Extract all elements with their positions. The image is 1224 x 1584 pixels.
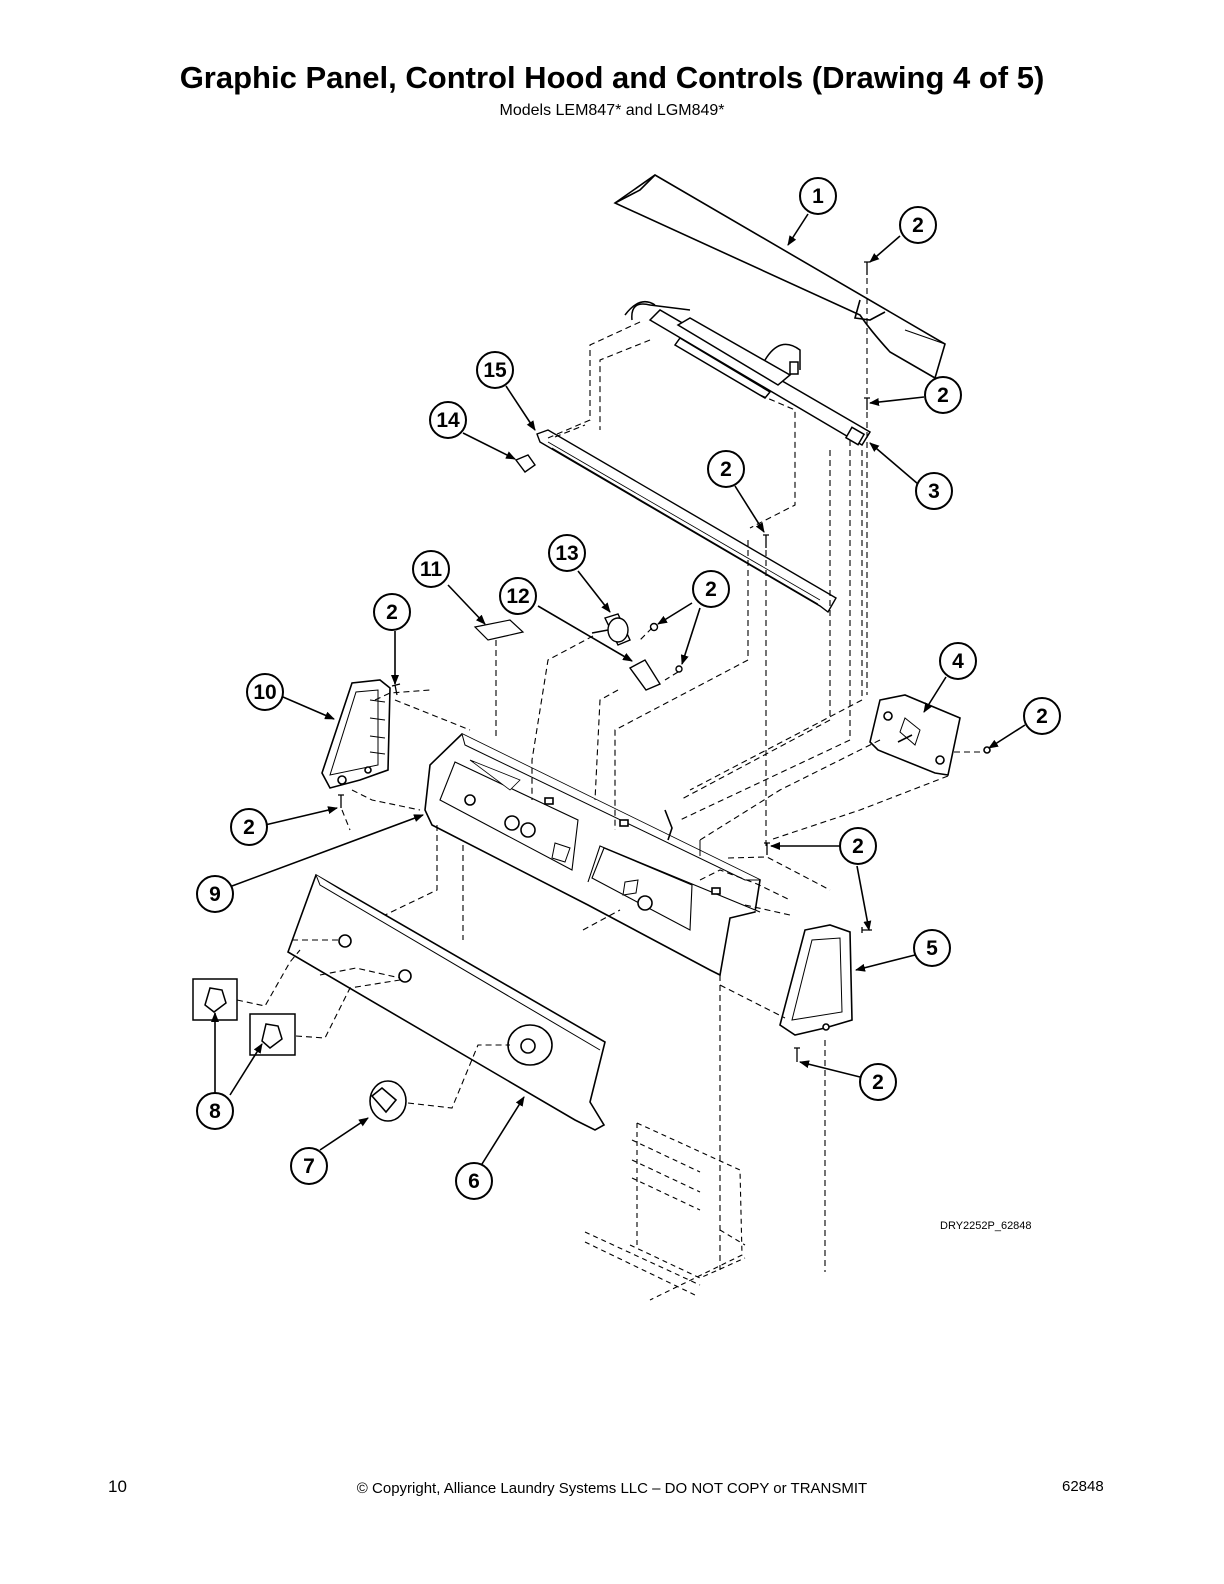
callout-8: 8: [209, 1100, 221, 1123]
callout-circles: [196, 177, 1061, 1200]
part-graphic-panel: [287, 873, 606, 1131]
callout-labels: 1 2 2 3 15 14 2 13 11 12 2 2 10 2 9 4 2 …: [209, 185, 1048, 1193]
part-terminal-block: [628, 659, 683, 691]
part-switch: [591, 613, 659, 646]
callout-15: 15: [483, 359, 507, 382]
callout-2: 2: [852, 835, 864, 858]
callout-14: 14: [436, 409, 460, 432]
part-control-panel: [424, 733, 761, 977]
document-number: 62848: [1062, 1478, 1104, 1495]
callout-2: 2: [720, 458, 732, 481]
callout-13: 13: [555, 542, 578, 565]
callout-1: 1: [812, 185, 824, 208]
page-title: Graphic Panel, Control Hood and Controls…: [179, 60, 1045, 95]
callout-7: 7: [303, 1155, 315, 1178]
part-knobs: [192, 978, 296, 1056]
callout-2: 2: [243, 816, 255, 839]
part-hood-cover: [613, 174, 946, 380]
callout-12: 12: [506, 585, 529, 608]
callout-10: 10: [253, 681, 276, 704]
page-number: 10: [108, 1477, 127, 1496]
part-knob: [369, 1080, 407, 1122]
callout-2: 2: [937, 384, 949, 407]
callout-6: 6: [468, 1170, 480, 1193]
callout-2: 2: [912, 214, 924, 237]
part-clip: [514, 454, 536, 473]
copyright-notice: © Copyright, Alliance Laundry Systems LL…: [356, 1480, 868, 1497]
part-label: [473, 619, 525, 641]
part-right-end-cap: [779, 924, 853, 1036]
callout-5: 5: [926, 937, 938, 960]
callout-4: 4: [952, 650, 964, 673]
callout-9: 9: [209, 883, 221, 906]
part-lamp-assembly: [624, 300, 872, 447]
callout-11: 11: [420, 558, 443, 581]
assembly-lines: [236, 278, 980, 1272]
callout-2: 2: [705, 578, 717, 601]
cabinet-outline: [584, 1122, 746, 1301]
page-subtitle: Models LEM847* and LGM849*: [499, 102, 725, 119]
callout-leaders: [211, 213, 1026, 1165]
callout-2: 2: [872, 1071, 884, 1094]
part-lens-strip: [536, 429, 837, 614]
drawing-id: DRY2252P_62848: [940, 1220, 1032, 1232]
part-timer: [869, 694, 991, 776]
callout-3: 3: [928, 480, 940, 503]
callout-2: 2: [386, 601, 398, 624]
callout-2: 2: [1036, 705, 1048, 728]
part-left-end-cap: [321, 679, 391, 789]
